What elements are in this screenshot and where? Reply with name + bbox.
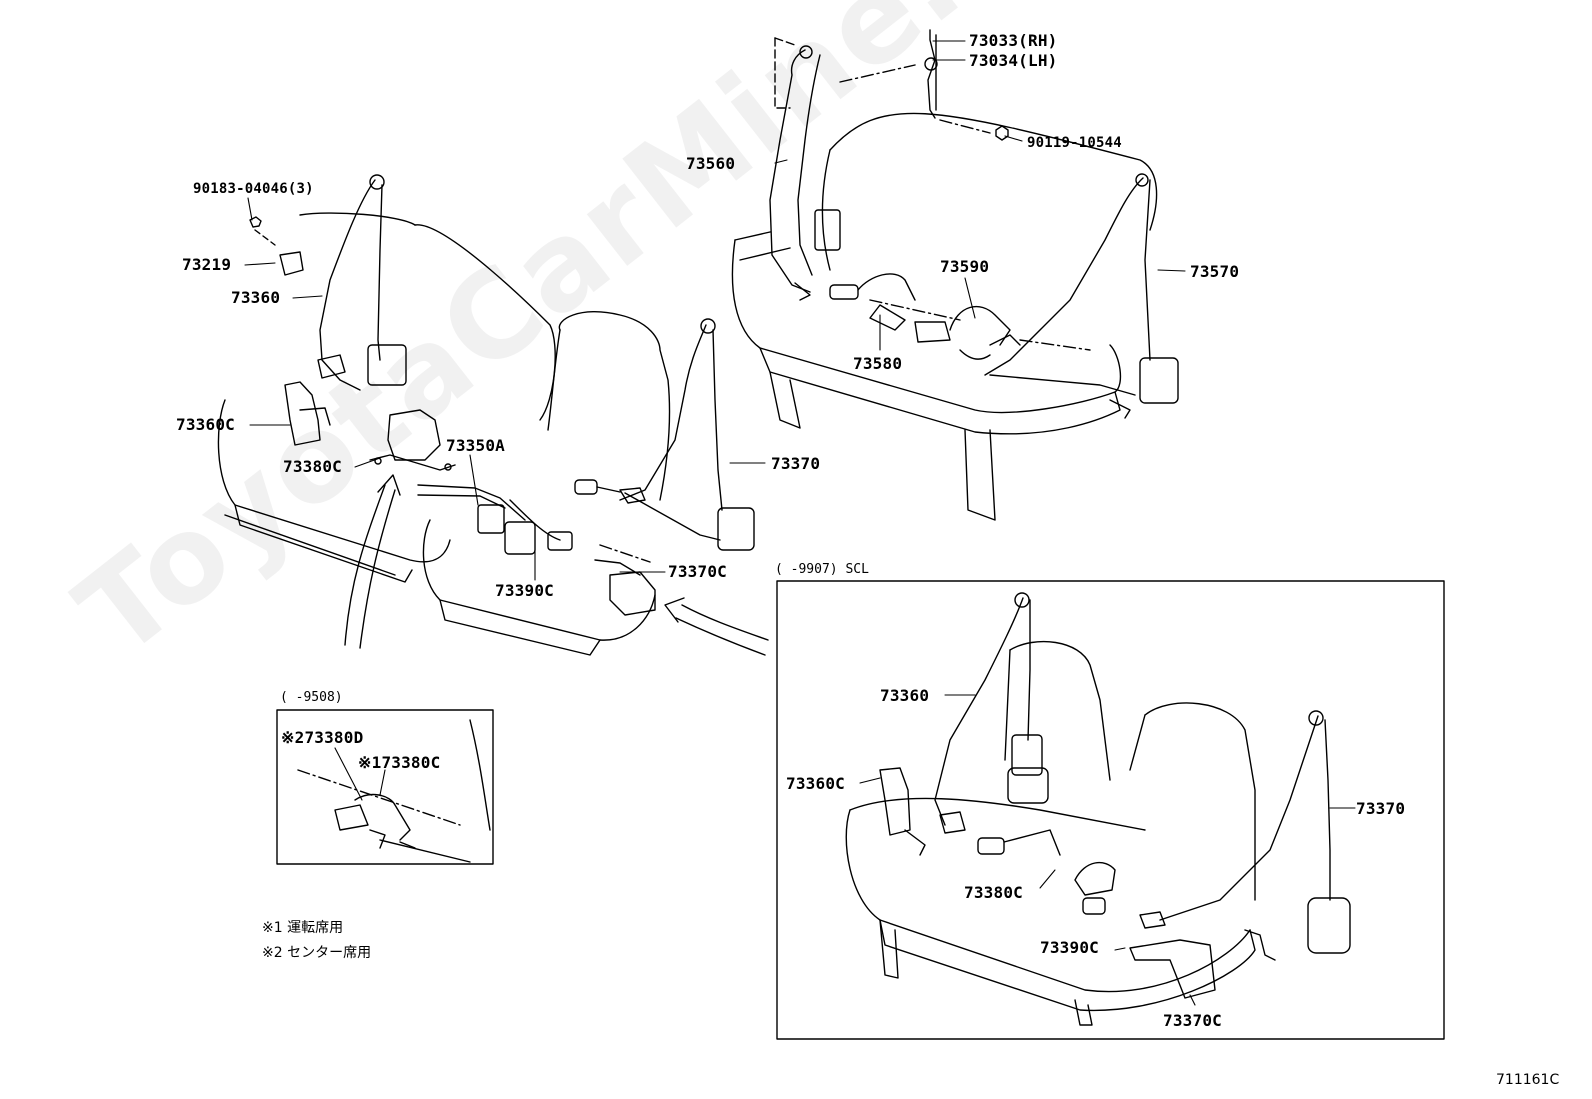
label-73360: 73360 (231, 288, 281, 307)
inset-small-frame (276, 709, 494, 865)
label-90119: 90119-10544 (1027, 135, 1122, 151)
label-73350a: 73350A (446, 436, 505, 455)
label-90183: 90183-04046(3) (193, 181, 314, 197)
label-73580: 73580 (853, 354, 903, 373)
footnote-1: ※1 運転席用 (262, 920, 344, 936)
label-73219: 73219 (182, 255, 232, 274)
label-73033: 73033(RH) (969, 31, 1058, 50)
inset-small-73380d: ※273380D (281, 728, 364, 747)
inset-small-caption: ( -9508) (280, 690, 343, 705)
center-lap-belt (417, 479, 621, 555)
inset-large-73370: 73370 (1356, 799, 1406, 818)
front-passenger-seat (422, 311, 671, 656)
label-73370c: 73370C (668, 562, 727, 581)
seatbelt-73560 (769, 37, 841, 301)
buckle-73380c (369, 409, 456, 471)
inset-small-73380c: ※173380C (358, 753, 441, 772)
inset-large-frame (776, 580, 1445, 1040)
rear-bench-seat (731, 112, 1158, 521)
label-73034: 73034(LH) (969, 51, 1058, 70)
arrows (344, 474, 769, 656)
label-73590: 73590 (940, 257, 990, 276)
seatbelt-73570 (984, 173, 1179, 419)
front-bench-seat (217, 212, 556, 583)
label-73570: 73570 (1190, 262, 1240, 281)
center-buckles (829, 273, 1021, 360)
inset-large-73360c: 73360C (786, 774, 845, 793)
seatbelt-73370 (619, 318, 755, 551)
label-73560: 73560 (686, 154, 736, 173)
label-73390c: 73390C (495, 581, 554, 600)
leader-lines (244, 40, 1186, 581)
footnote-2: ※2 センター席用 (262, 945, 372, 961)
label-73380c: 73380C (283, 457, 342, 476)
inset-large-73390c: 73390C (1040, 938, 1099, 957)
inset-large-caption: ( -9907) SCL (775, 562, 869, 577)
diagram-code: 711161C (1496, 1072, 1560, 1088)
belt-adjuster-73033 (839, 29, 1009, 141)
buckle-73360c (284, 381, 331, 446)
label-73360c: 73360C (176, 415, 235, 434)
buckle-73370c (594, 544, 656, 616)
inset-large-73360: 73360 (880, 686, 930, 705)
inset-large-73380c: 73380C (964, 883, 1023, 902)
label-73370: 73370 (771, 454, 821, 473)
seatbelt-73360 (249, 174, 407, 391)
inset-large-73370c: 73370C (1163, 1011, 1222, 1030)
